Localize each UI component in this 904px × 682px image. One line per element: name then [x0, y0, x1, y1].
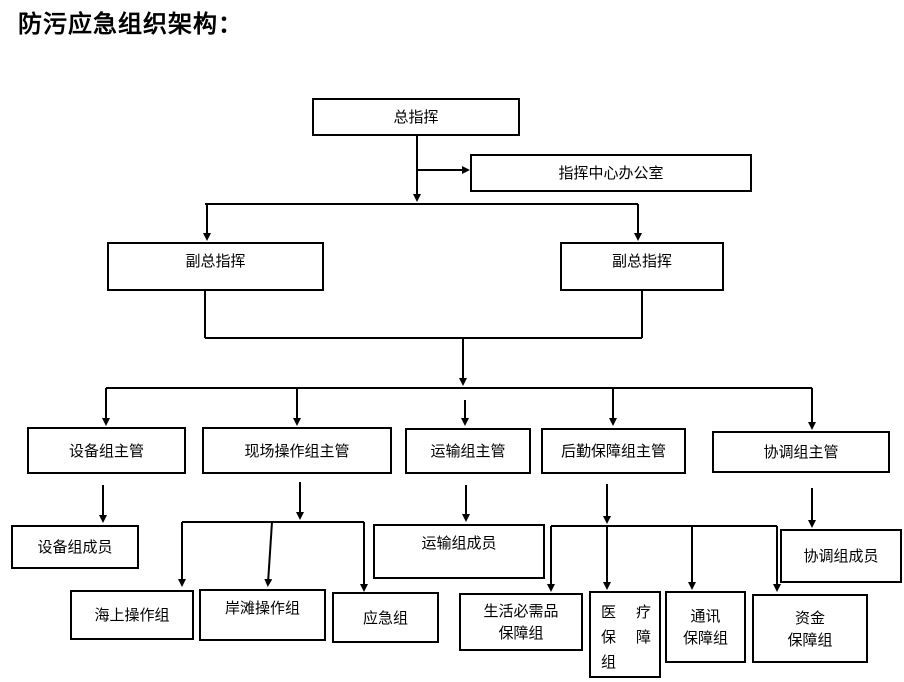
beach-operations-label: 岸滩操作组 [224, 599, 300, 617]
funding-support-box: 资金 保障组 [752, 594, 868, 663]
sea-operations-label: 海上操作组 [94, 606, 170, 624]
transport-manager-box: 运输组主管 [405, 428, 531, 474]
equipment-manager-box: 设备组主管 [27, 427, 186, 474]
coordination-manager-label: 协调组主管 [763, 443, 839, 461]
medical-char-2: 疗 [636, 603, 652, 621]
transport-manager-label: 运输组主管 [430, 442, 506, 460]
transport-member-label: 运输组成员 [421, 534, 497, 552]
medical-char-5: 组 [601, 653, 617, 671]
communications-line1: 通讯 [690, 607, 721, 625]
funding-line2: 保障组 [787, 630, 833, 649]
command-office-label: 指挥中心办公室 [558, 164, 664, 182]
logistics-manager-box: 后勤保障组主管 [541, 428, 686, 474]
coordination-member-label: 协调组成员 [803, 547, 879, 565]
coordination-manager-box: 协调组主管 [712, 431, 890, 473]
communications-line2: 保障组 [682, 629, 728, 647]
daily-necessities-line2: 保障组 [498, 624, 544, 642]
medical-char-3: 保 [601, 628, 617, 646]
deputy-commander-left-label: 副总指挥 [185, 252, 246, 270]
communications-support-box: 通讯 保障组 [665, 591, 746, 663]
commander-label: 总指挥 [393, 108, 439, 126]
coordination-member-box: 协调组成员 [780, 529, 902, 583]
equipment-member-box: 设备组成员 [11, 525, 139, 569]
page-title: 防污应急组织架构： [18, 9, 243, 38]
equipment-manager-label: 设备组主管 [68, 441, 144, 460]
medical-char-4: 障 [636, 628, 652, 646]
medical-char-1: 医 [601, 603, 617, 621]
emergency-group-label: 应急组 [362, 608, 408, 627]
funding-line1: 资金 [794, 608, 825, 627]
daily-necessities-line1: 生活必需品 [483, 602, 559, 620]
site-operations-manager-label: 现场操作组主管 [244, 441, 350, 460]
deputy-commander-right-label: 副总指挥 [611, 252, 672, 270]
deputy-commander-left-box: 副总指挥 [107, 242, 324, 291]
logistics-manager-label: 后勤保障组主管 [560, 442, 666, 460]
site-operations-manager-box: 现场操作组主管 [202, 427, 392, 474]
beach-operations-box: 岸滩操作组 [199, 589, 326, 641]
commander-box: 总指挥 [312, 98, 520, 136]
transport-member-box: 运输组成员 [373, 524, 545, 579]
medical-support-box: 医 疗 保 障 组 [589, 591, 661, 678]
equipment-member-label: 设备组成员 [37, 538, 113, 556]
daily-necessities-box: 生活必需品 保障组 [459, 593, 583, 651]
sea-operations-box: 海上操作组 [70, 590, 194, 640]
deputy-commander-right-box: 副总指挥 [560, 242, 724, 291]
command-office-box: 指挥中心办公室 [470, 154, 752, 192]
emergency-group-box: 应急组 [332, 592, 439, 643]
